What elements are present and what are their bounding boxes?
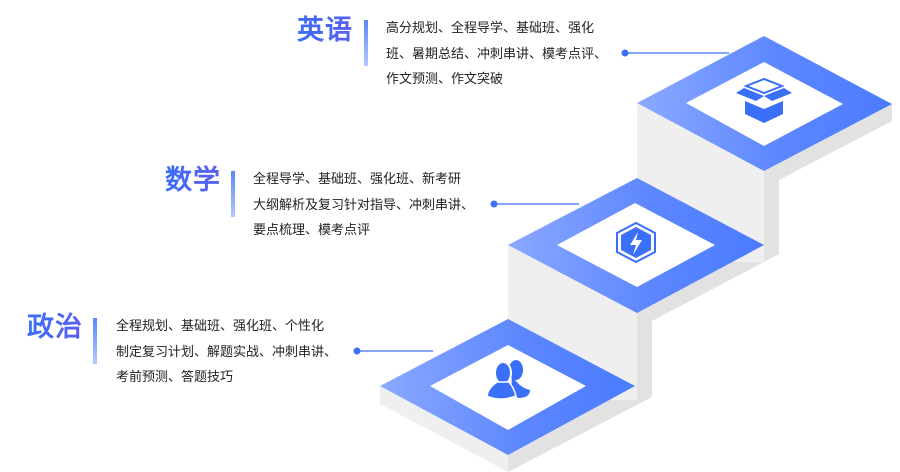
accent-bar (93, 318, 97, 364)
step-politics (380, 319, 635, 455)
users-icon (486, 360, 530, 400)
description-line: 大纲解析及复习针对指导、冲刺串讲、 (253, 197, 475, 213)
lightning-hexagon-icon (616, 221, 656, 264)
description-line: 全程导学、基础班、强化班、新考研 (253, 172, 462, 187)
subject-description-english: 高分规划、全程导学、基础班、强化 班、暑期总结、冲刺串讲、模考点评、 作文预测、… (386, 16, 607, 93)
description-line: 考前预测、答题技巧 (116, 370, 234, 385)
accent-bar (231, 171, 235, 217)
description-line: 全程规划、基础班、强化班、个性化 (116, 319, 325, 334)
subject-title-politics: 政治 (27, 312, 83, 343)
description-line: 作文预测、作文突破 (386, 72, 504, 87)
subject-title-math: 数学 (165, 165, 221, 196)
subject-description-politics: 全程规划、基础班、强化班、个性化 制定复习计划、解题实战、冲刺串讲、 考前预测、… (116, 314, 337, 391)
stair-side-light-bottom (380, 386, 508, 472)
connector-politics (353, 347, 433, 355)
subject-description-math: 全程导学、基础班、强化班、新考研 大纲解析及复习针对指导、冲刺串讲、 要点梳理、… (253, 167, 474, 244)
description-line: 高分规划、全程导学、基础班、强化 (386, 21, 595, 36)
description-line: 制定复习计划、解题实战、冲刺串讲、 (116, 344, 338, 360)
description-line: 班、暑期总结、冲刺串讲、模考点评、 (386, 46, 608, 62)
connector-math (490, 200, 579, 208)
box-icon (736, 77, 792, 123)
connector-english (621, 49, 729, 57)
description-line: 要点梳理、模考点评 (253, 223, 371, 238)
step-english (637, 36, 892, 171)
accent-bar (364, 20, 368, 66)
step-math (508, 178, 764, 313)
subject-title-english: 英语 (297, 15, 353, 46)
